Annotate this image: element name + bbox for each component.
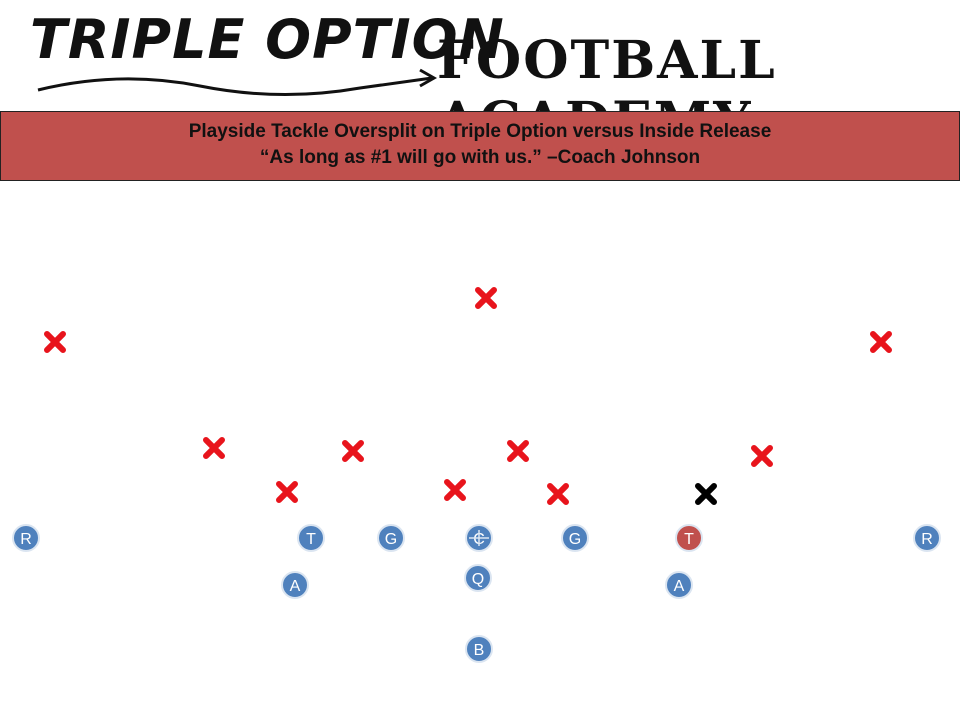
player-circle-icon bbox=[12, 524, 40, 552]
defender-x-icon-outside-backer-right bbox=[751, 445, 773, 467]
offense-player-tackle-right: T bbox=[675, 524, 703, 552]
defender-x-icon-safety bbox=[475, 287, 497, 309]
offense-player-guard-right: G bbox=[561, 524, 589, 552]
player-label: B bbox=[474, 642, 485, 659]
offense-player-tackle-left: T bbox=[297, 524, 325, 552]
player-label: A bbox=[674, 578, 685, 595]
player-circle-icon bbox=[297, 524, 325, 552]
player-label: R bbox=[20, 531, 32, 548]
defender-x-icon-end-right bbox=[695, 483, 717, 505]
player-circle-icon bbox=[561, 524, 589, 552]
defender-x-icon-linebacker-left bbox=[342, 440, 364, 462]
player-label: G bbox=[385, 531, 397, 548]
offense-player-a-back-left: A bbox=[281, 571, 309, 599]
player-circle-icon bbox=[665, 571, 693, 599]
offense-player-b-back: B bbox=[465, 635, 493, 663]
defender-x-icon-nose bbox=[444, 479, 466, 501]
defender-x-icon-outside-backer-left bbox=[203, 437, 225, 459]
player-circle-icon bbox=[377, 524, 405, 552]
title-banner: Playside Tackle Oversplit on Triple Opti… bbox=[0, 111, 960, 181]
defender-x-icon-linebacker-right bbox=[507, 440, 529, 462]
offense-player-a-back-right: A bbox=[665, 571, 693, 599]
offense-player-receiver-right: R bbox=[913, 524, 941, 552]
player-circle-icon bbox=[465, 635, 493, 663]
defender-x-icon-tackle-right-dl bbox=[547, 483, 569, 505]
player-circle-icon bbox=[675, 524, 703, 552]
offense-player-quarterback: Q bbox=[464, 564, 492, 592]
player-circle-icon bbox=[913, 524, 941, 552]
player-circle-icon bbox=[281, 571, 309, 599]
player-label: T bbox=[684, 531, 694, 548]
logo-underline-icon bbox=[37, 68, 438, 97]
player-label: G bbox=[569, 531, 581, 548]
player-label: T bbox=[306, 531, 316, 548]
player-label: R bbox=[921, 531, 933, 548]
offense-player-receiver-left: R bbox=[12, 524, 40, 552]
play-title: Playside Tackle Oversplit on Triple Opti… bbox=[188, 121, 772, 142]
defender-x-icon-end-left bbox=[276, 481, 298, 503]
defender-x-icon-corner-right bbox=[870, 331, 892, 353]
defender-x-icon-corner-left bbox=[44, 331, 66, 353]
player-label: Q bbox=[472, 571, 484, 588]
player-circle-icon bbox=[464, 564, 492, 592]
center-mark-icon bbox=[469, 530, 489, 546]
player-label: A bbox=[290, 578, 301, 595]
logo-script-text: TRIPLE OPTION bbox=[30, 8, 505, 71]
offense-player-guard-left: G bbox=[377, 524, 405, 552]
coach-quote: “As long as #1 will go with us.” –Coach … bbox=[259, 147, 701, 168]
